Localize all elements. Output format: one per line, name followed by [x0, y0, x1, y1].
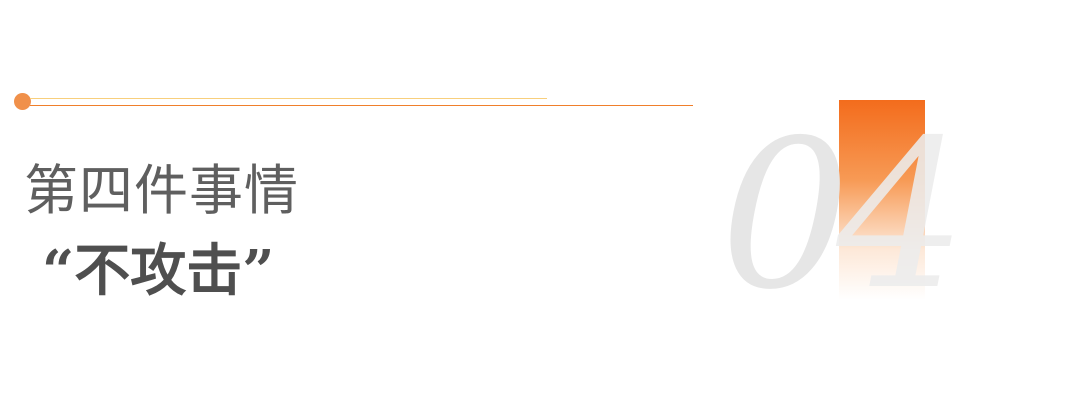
orange-dot-marker — [14, 93, 31, 110]
number-digit-zero: 0 — [720, 97, 850, 335]
section-subtitle: “不攻击” — [42, 238, 275, 304]
section-number: 04 — [720, 96, 967, 336]
number-digit-four: 4 — [836, 97, 966, 335]
section-title: 第四件事情 — [24, 159, 299, 222]
section-number-badge: 04 — [720, 96, 980, 336]
orange-divider-line — [30, 105, 693, 106]
orange-gradient-block — [839, 100, 925, 300]
yellow-divider-line — [30, 98, 547, 99]
